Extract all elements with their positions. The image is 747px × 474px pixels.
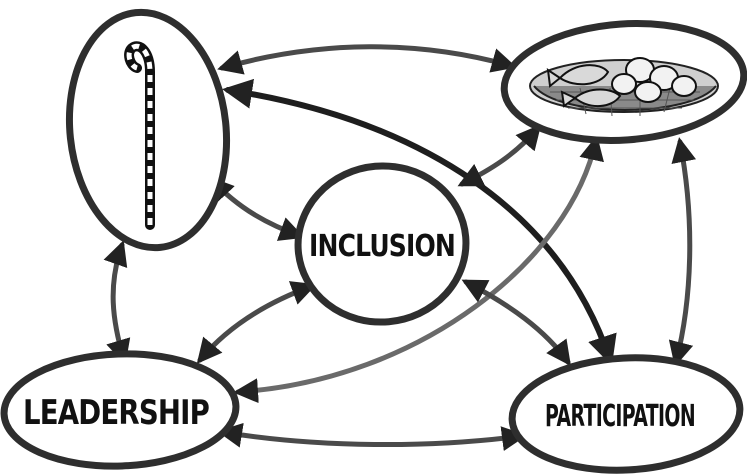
arrow-inclusion-participation bbox=[461, 279, 571, 367]
fish-and-bread-basket-icon bbox=[529, 57, 719, 117]
node-basket bbox=[500, 20, 747, 144]
arrow-inclusion-leadership bbox=[196, 281, 317, 364]
connectors bbox=[103, 44, 697, 451]
participation-label: PARTICIPATION bbox=[545, 399, 695, 434]
node-staff bbox=[65, 8, 231, 252]
leadership-label: LEADERSHIP bbox=[23, 393, 209, 433]
fish-shape-2 bbox=[560, 88, 622, 108]
fish-shape bbox=[546, 64, 610, 88]
arrow-basket-participation bbox=[668, 137, 697, 367]
bread-loaf bbox=[611, 73, 637, 95]
inclusion-label: INCLUSION bbox=[309, 229, 455, 264]
arrow-basket-inclusion bbox=[457, 124, 542, 187]
bread-loaf bbox=[634, 81, 662, 103]
bread-loaf bbox=[671, 75, 697, 97]
shepherd-staff-icon bbox=[124, 41, 155, 230]
arrow-staff-basket bbox=[217, 44, 517, 75]
node-leadership: LEADERSHIP bbox=[0, 350, 240, 470]
arrow-leadership-participation bbox=[217, 422, 527, 451]
arrow-staff-inclusion bbox=[208, 176, 305, 241]
node-participation: PARTICIPATION bbox=[508, 354, 744, 474]
node-inclusion: INCLUSION bbox=[294, 162, 470, 326]
arrow-staff-leadership bbox=[103, 240, 131, 365]
